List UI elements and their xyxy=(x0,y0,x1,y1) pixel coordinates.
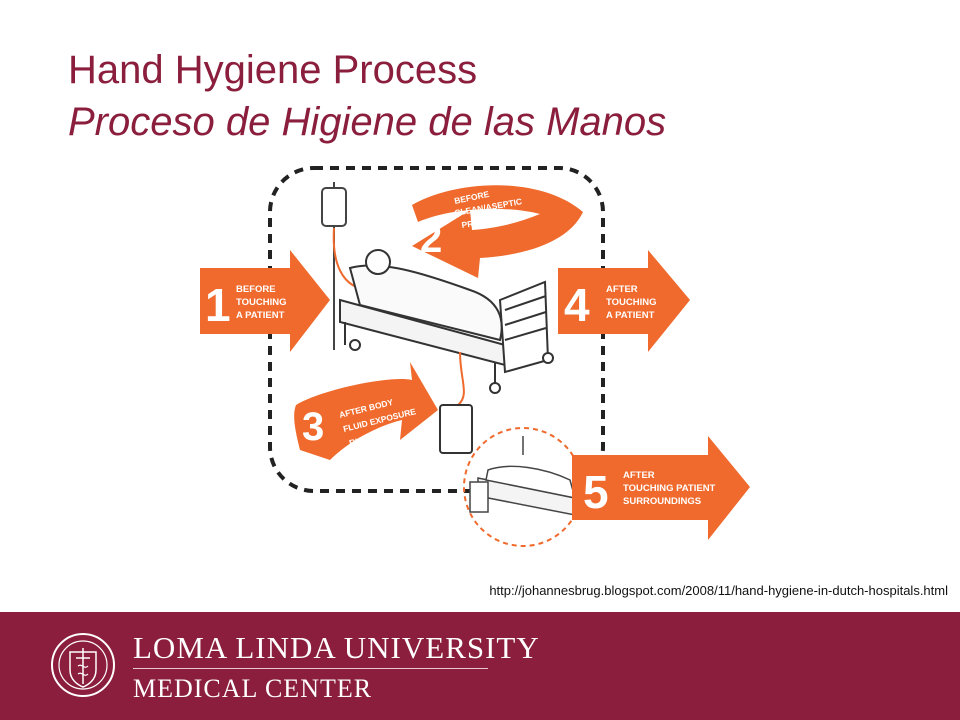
step-3-number: 3 xyxy=(302,405,324,449)
step-5-line2: TOUCHING PATIENT xyxy=(623,483,716,494)
step-5-number: 5 xyxy=(583,466,609,518)
medical-center-name: MEDICAL CENTER xyxy=(133,674,373,703)
step-4-line1: AFTER xyxy=(606,284,638,295)
step-1-line2: TOUCHING xyxy=(236,297,287,308)
step-4-line2: TOUCHING xyxy=(606,297,657,308)
patient-zone-border xyxy=(268,166,605,493)
step-1-arrow: 1 BEFORE TOUCHING A PATIENT xyxy=(200,250,330,352)
step-2-arrow: 2 BEFORE CLEAN/ASEPTIC PROCEDURE xyxy=(412,185,583,278)
step-3-line3: RISK xyxy=(348,433,371,448)
empty-bed-icon xyxy=(469,436,577,516)
footer-banner xyxy=(0,612,960,720)
university-name: LOMA LINDA UNIVERSITY xyxy=(133,630,540,665)
hospital-bed-icon xyxy=(339,249,554,406)
step-5-arrow: 5 AFTER TOUCHING PATIENT SURROUNDINGS xyxy=(572,436,750,540)
step-4-line3: A PATIENT xyxy=(606,310,655,321)
footer-divider xyxy=(133,668,488,669)
step-5-line3: SURROUNDINGS xyxy=(623,496,701,507)
source-link[interactable]: http://johannesbrug.blogspot.com/2008/11… xyxy=(489,583,948,598)
university-seal-icon xyxy=(51,633,115,697)
drainage-bag-icon xyxy=(439,404,473,454)
step-1-line1: BEFORE xyxy=(236,284,276,295)
step-1-number: 1 xyxy=(205,279,231,331)
page-title-spanish: Proceso de Higiene de las Manos xyxy=(68,100,667,144)
step-4-arrow: 4 AFTER TOUCHING A PATIENT xyxy=(558,250,690,352)
step-1-line3: A PATIENT xyxy=(236,310,285,321)
step-5-line1: AFTER xyxy=(623,470,655,481)
page-title-english: Hand Hygiene Process xyxy=(68,48,478,92)
step-2-number: 2 xyxy=(420,217,442,261)
step-4-number: 4 xyxy=(564,279,590,331)
step-3-arrow: 3 AFTER BODY FLUID EXPOSURE RISK xyxy=(294,362,438,460)
